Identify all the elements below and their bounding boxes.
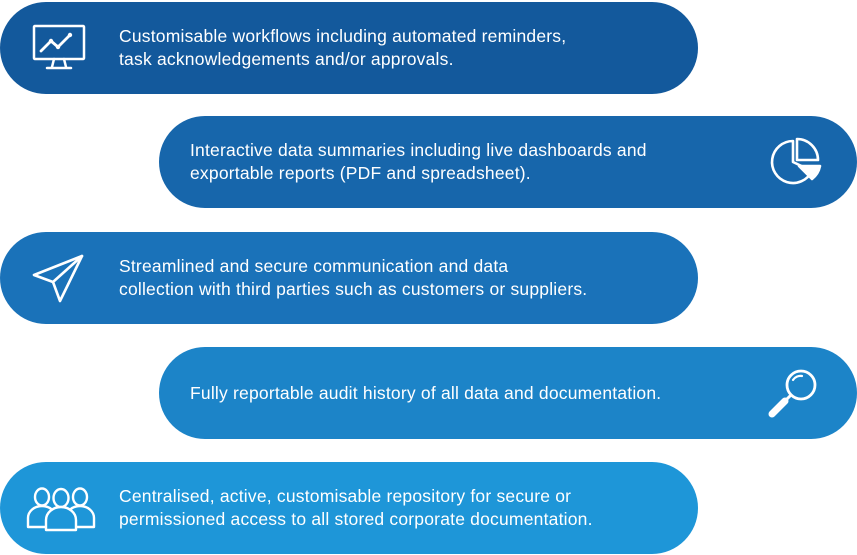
feature-pill-repository: Centralised, active, customisable reposi… bbox=[0, 462, 698, 554]
feature-text: Streamlined and secure communication and… bbox=[119, 232, 587, 324]
pie-chart-icon bbox=[765, 137, 823, 187]
feature-line-2: task acknowledgements and/or approvals. bbox=[119, 49, 454, 69]
feature-line-1: Customisable workflows including automat… bbox=[119, 26, 567, 46]
feature-pill-audit-history: Fully reportable audit history of all da… bbox=[159, 347, 857, 439]
feature-line-2: permissioned access to all stored corpor… bbox=[119, 509, 593, 529]
feature-pill-workflows: Customisable workflows including automat… bbox=[0, 2, 698, 94]
feature-pill-communication: Streamlined and secure communication and… bbox=[0, 232, 698, 324]
feature-line-1: Centralised, active, customisable reposi… bbox=[119, 486, 572, 506]
feature-line-2: exportable reports (PDF and spreadsheet)… bbox=[190, 163, 531, 183]
feature-text: Fully reportable audit history of all da… bbox=[190, 347, 661, 439]
feature-line-1: Streamlined and secure communication and… bbox=[119, 256, 509, 276]
feature-text: Customisable workflows including automat… bbox=[119, 2, 566, 94]
feature-pill-data-summaries: Interactive data summaries including liv… bbox=[159, 116, 857, 208]
feature-line-1: Fully reportable audit history of all da… bbox=[190, 382, 662, 403]
feature-line-2: collection with third parties such as cu… bbox=[119, 279, 588, 299]
feature-line-1: Interactive data summaries including liv… bbox=[190, 140, 647, 160]
monitor-chart-icon bbox=[30, 23, 88, 73]
paper-plane-icon bbox=[30, 253, 88, 303]
feature-text: Centralised, active, customisable reposi… bbox=[119, 462, 593, 554]
magnifying-glass-icon bbox=[765, 368, 823, 418]
feature-text: Interactive data summaries including liv… bbox=[190, 116, 647, 208]
people-group-icon bbox=[26, 483, 96, 533]
